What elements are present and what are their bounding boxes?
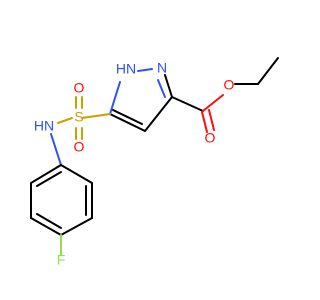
sulfonyl-oxygen-top-label: O: [74, 80, 85, 96]
bond-carbonyl-double-oxygen-b: [208, 109, 215, 131]
bond-phenyl-6-inner: [36, 171, 62, 187]
bond-c3-n2: [164, 74, 173, 98]
bond-c4-c5-double: [112, 109, 143, 125]
bond-phenyl-6: [30, 164, 62, 184]
bond-phenyl-3: [60, 217, 93, 236]
bond-phenyl-1: [60, 164, 93, 184]
bonds: [30, 57, 279, 256]
sulfonyl-oxygen-bottom-label: O: [74, 139, 85, 155]
bond-phenyl-4-inner: [36, 213, 62, 229]
fluorine-label: F: [57, 252, 66, 268]
bond-ethyl: [257, 57, 279, 85]
pyrazole-n-label: N: [157, 60, 167, 76]
bond-c3-c4: [144, 96, 173, 132]
bond-c4-c5: [109, 113, 146, 132]
bond-phenyl-4: [30, 217, 62, 236]
sulfonamide-nh-label: HN: [34, 118, 54, 134]
bond-n1-n2: [137, 68, 153, 72]
bond-carbonyl-double-oxygen-a: [201, 111, 208, 133]
ester-oxygen-label: O: [224, 77, 235, 93]
bond-nh-phenyl: [50, 133, 62, 166]
bond-c5-s: [81, 113, 111, 119]
bond-c5-n1: [109, 81, 121, 115]
bond-c3-n2-double: [157, 79, 166, 98]
atom-labels: HN N S O O HN O O F: [34, 60, 235, 268]
sulfur-label: S: [74, 109, 83, 125]
molecular-structure-diagram: HN N S O O HN O O F: [30, 57, 279, 268]
bond-c3-carbonyl: [171, 96, 204, 112]
bond-carbonyl-ester-oxygen: [202, 94, 224, 112]
carbonyl-oxygen-label: O: [205, 130, 216, 146]
bond-s-nh: [57, 117, 73, 124]
pyrazole-nh-label: HN: [116, 61, 136, 77]
